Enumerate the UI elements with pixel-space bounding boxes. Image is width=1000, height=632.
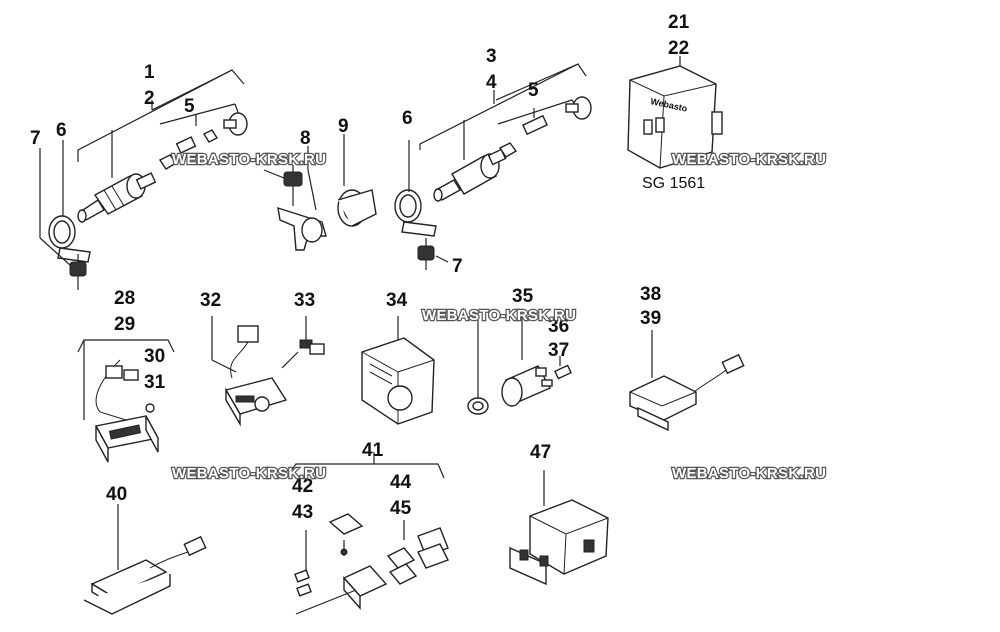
part-number-2: 2 bbox=[144, 88, 155, 109]
watermark-5: WEBASTO-KRSK.RU bbox=[672, 465, 826, 482]
part-number-8: 8 bbox=[300, 128, 311, 149]
part-number-9: 9 bbox=[338, 116, 349, 137]
part-number-22: 22 bbox=[668, 38, 689, 59]
part-number-33: 33 bbox=[294, 290, 315, 311]
part-number-41: 41 bbox=[362, 440, 384, 461]
dosing-pump-left bbox=[77, 172, 157, 223]
part-number-45: 45 bbox=[390, 498, 412, 519]
control-unit-model-label: SG 1561 bbox=[642, 175, 705, 192]
part-number-31: 31 bbox=[144, 372, 166, 393]
part-number-6-left: 6 bbox=[56, 120, 67, 141]
timer-module-34 bbox=[361, 316, 435, 425]
rubber-mount-middle bbox=[417, 238, 449, 270]
part-number-37: 37 bbox=[548, 340, 569, 361]
watermark-4: WEBASTO-KRSK.RU bbox=[172, 465, 326, 482]
part-number-5-middle: 5 bbox=[528, 80, 539, 101]
sensor-40 bbox=[83, 504, 207, 615]
part-number-1: 1 bbox=[144, 62, 155, 83]
rubber-ring-9 bbox=[337, 134, 377, 227]
part-number-32: 32 bbox=[200, 290, 221, 311]
part-number-34: 34 bbox=[386, 290, 408, 311]
part-number-39: 39 bbox=[640, 308, 661, 329]
part-numbers: 1 2 3 4 5 5 6 6 7 7 8 9 21 22 28 29 30 3… bbox=[30, 12, 690, 523]
dosing-pump-group-middle bbox=[394, 63, 592, 270]
part-number-44: 44 bbox=[390, 472, 412, 493]
dosing-pump-group-left bbox=[39, 69, 248, 290]
control-unit-sg1561: Webasto bbox=[627, 56, 723, 169]
part-number-36: 36 bbox=[548, 316, 569, 337]
part-number-3: 3 bbox=[486, 46, 497, 67]
bracket-8 bbox=[263, 146, 327, 251]
watermark-3: WEBASTO-KRSK.RU bbox=[422, 307, 576, 324]
dosing-pump-middle bbox=[433, 148, 507, 202]
part-number-47: 47 bbox=[530, 442, 551, 463]
part-number-28: 28 bbox=[114, 288, 135, 309]
part-number-4: 4 bbox=[486, 72, 497, 93]
watermark-2: WEBASTO-KRSK.RU bbox=[672, 151, 826, 168]
nut-left bbox=[158, 154, 178, 170]
rubber-mount-left bbox=[69, 254, 87, 290]
part-number-7-left: 7 bbox=[30, 128, 41, 149]
timer-harness-28 bbox=[77, 339, 175, 463]
part-number-21: 21 bbox=[668, 12, 690, 33]
watermark-1: WEBASTO-KRSK.RU bbox=[172, 151, 326, 168]
part-number-43: 43 bbox=[292, 502, 313, 523]
watermarks: WEBASTO-KRSK.RU WEBASTO-KRSK.RU WEBASTO-… bbox=[171, 150, 827, 483]
part-number-29: 29 bbox=[114, 314, 135, 335]
relay-47 bbox=[509, 470, 609, 586]
pipe-clamp-middle bbox=[394, 189, 437, 237]
switch-harness-32 bbox=[211, 316, 325, 427]
part-number-6-middle: 6 bbox=[402, 108, 413, 129]
relay-connectors-41 bbox=[285, 452, 449, 615]
part-number-38: 38 bbox=[640, 284, 661, 305]
part-number-42: 42 bbox=[292, 476, 313, 497]
part-number-5-left: 5 bbox=[184, 96, 195, 117]
sensor-38 bbox=[629, 330, 745, 432]
part-number-7-middle: 7 bbox=[452, 256, 463, 277]
part-number-30: 30 bbox=[144, 346, 165, 367]
part-number-35: 35 bbox=[512, 286, 534, 307]
rotary-switch-35 bbox=[467, 316, 572, 415]
pipe-clamp-left bbox=[48, 215, 91, 263]
part-number-40: 40 bbox=[106, 484, 127, 505]
